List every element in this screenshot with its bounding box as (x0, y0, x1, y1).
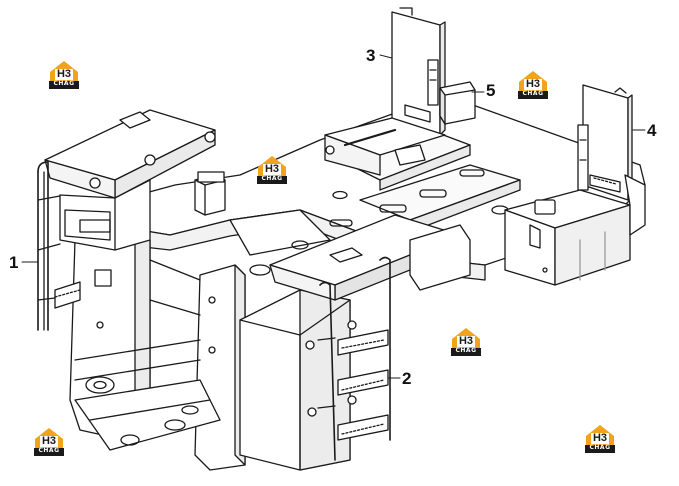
watermark-monogram: H3 (264, 163, 280, 175)
watermark-brand: CHAG (38, 447, 60, 454)
house-logo-icon (585, 425, 615, 453)
watermark-logo: H3 CHAG (32, 427, 66, 457)
house-logo-icon (518, 71, 548, 99)
watermark-brand: CHAG (53, 80, 75, 87)
callout-4: 4 (647, 121, 657, 140)
house-logo-icon (257, 156, 287, 184)
callout-1: 1 (9, 253, 19, 272)
watermark-logo: H3 CHAG (583, 424, 617, 454)
leader-lines (21, 54, 646, 379)
house-logo-icon (451, 328, 481, 356)
callout-3: 3 (366, 46, 376, 65)
watermark-monogram: H3 (525, 78, 541, 90)
watermark-monogram: H3 (458, 335, 474, 347)
front-support-structure (69, 229, 246, 471)
house-logo-icon (34, 428, 64, 456)
watermark-monogram: H3 (592, 432, 608, 444)
left-platform-assembly (37, 109, 216, 331)
watermark-monogram: H3 (41, 435, 57, 447)
watermark-logo: H3 CHAG (516, 70, 550, 100)
callout-5: 5 (486, 81, 496, 100)
house-logo-icon (49, 61, 79, 89)
watermark-monogram: H3 (56, 68, 72, 80)
watermark-logo: H3 CHAG (255, 155, 289, 185)
watermark-logo: H3 CHAG (47, 60, 81, 90)
watermark-brand: CHAG (522, 90, 544, 97)
watermark-logo: H3 CHAG (449, 327, 483, 357)
watermark-brand: CHAG (589, 444, 611, 451)
callout-2: 2 (402, 369, 412, 388)
rear-block-5 (439, 81, 476, 125)
rear-toolbox-3 (324, 7, 446, 176)
right-toolbox-4 (504, 84, 646, 286)
center-tank-ladder (239, 214, 471, 471)
watermark-brand: CHAG (261, 175, 283, 182)
watermark-brand: CHAG (455, 347, 477, 354)
